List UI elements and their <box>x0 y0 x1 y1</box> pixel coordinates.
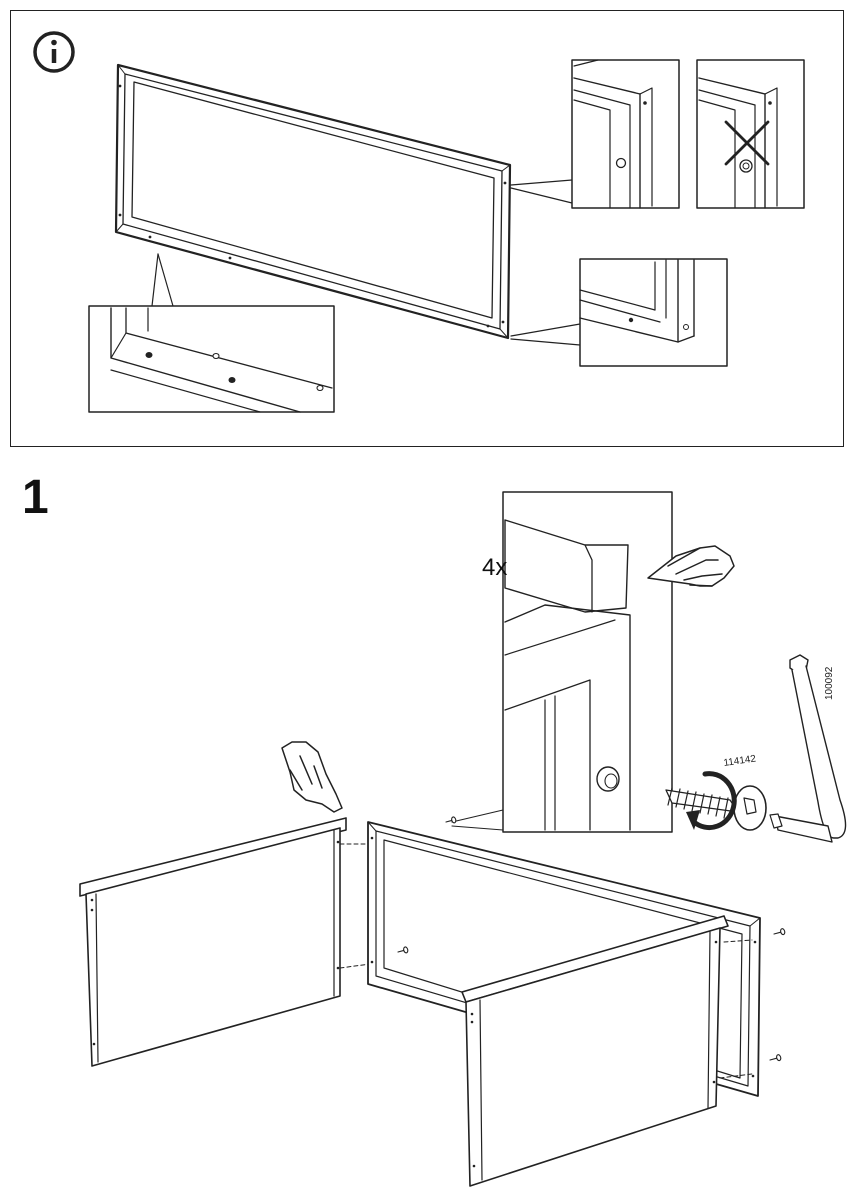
rotate-arrow-icon <box>686 771 737 831</box>
small-screws <box>397 816 786 1062</box>
pointing-hand-down-icon <box>281 741 343 813</box>
detail-hole-correct <box>571 59 680 209</box>
pointing-hand-icon <box>647 545 735 587</box>
detail-hole-incorrect <box>696 59 805 209</box>
detail-rail-holes <box>88 305 335 413</box>
quantity-label: 4x <box>482 554 508 581</box>
side-panel-left <box>79 817 347 1067</box>
screw-part-number: 114142 <box>723 753 757 768</box>
allen-key-icon <box>769 654 847 843</box>
key-part-number: 100092 <box>824 666 835 700</box>
side-panel-right <box>461 915 729 1187</box>
step-number: 1 <box>22 471 49 524</box>
screw-114142 <box>665 785 767 831</box>
frame-panel-overview <box>114 63 512 340</box>
info-panel <box>10 10 844 447</box>
info-icon <box>33 31 75 73</box>
detail-screw-hole <box>502 491 673 833</box>
detail-corner-bottom-right <box>579 258 728 367</box>
